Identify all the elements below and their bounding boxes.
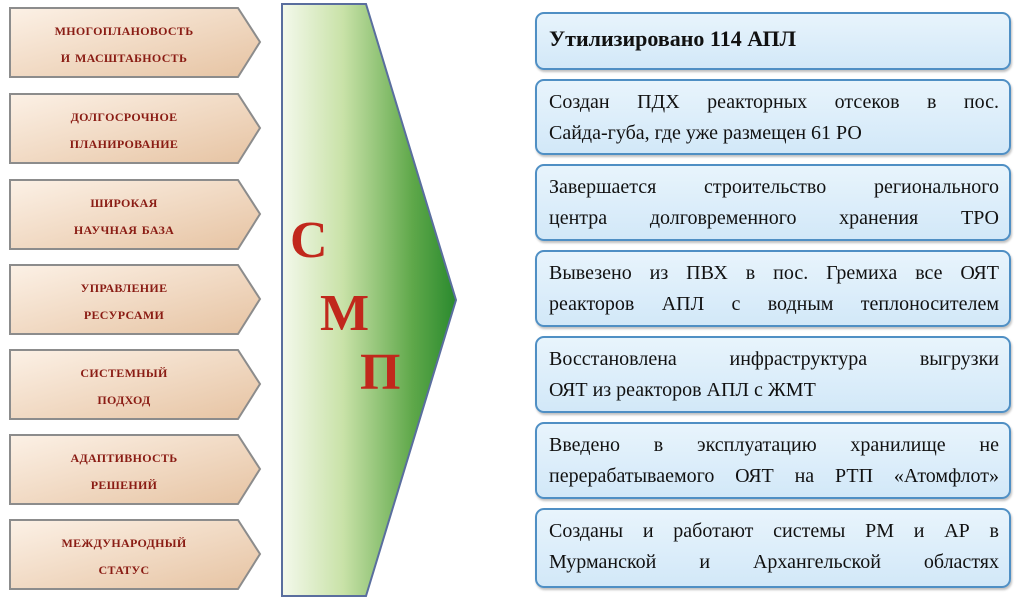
- smp-arrow: С М П: [280, 0, 460, 604]
- principle-arrow-shape: [9, 519, 262, 590]
- principle-arrow-shape: [9, 264, 262, 335]
- achievement-text: Создан ПДХ реакторных отсеков в пос.: [549, 91, 999, 113]
- achievement-box-7: Созданы и работают системы РМ и АР в Мур…: [535, 508, 1011, 588]
- achievement-text: Вывезено из ПВХ в пос. Гремиха все ОЯТ: [549, 262, 999, 284]
- principle-arrow-2: Долгосрочноепланирование: [8, 92, 263, 165]
- principle-arrow-5: Системныйподход: [8, 348, 263, 421]
- principle-arrow-3: Широкаянаучная база: [8, 178, 263, 251]
- principle-label: Системныйподход: [80, 361, 168, 408]
- principle-arrow-4: Управлениересурсами: [8, 263, 263, 336]
- smp-arrow-shape: [281, 3, 458, 597]
- achievements-column: Утилизировано 114 АПЛ Создан ПДХ реактор…: [535, 0, 1017, 604]
- smp-letter-s: С: [290, 212, 328, 269]
- achievement-box-3: Завершается строительство регионального …: [535, 164, 1011, 241]
- principle-arrow-shape: [9, 434, 262, 505]
- achievement-text: Восстановлена инфраструктура выгрузки: [549, 348, 999, 370]
- principle-arrow-6: Адаптивностьрешений: [8, 433, 263, 506]
- principle-arrow-7: Международныйстатус: [8, 518, 263, 591]
- principle-arrow-shape: [9, 7, 262, 78]
- principle-arrow-1: Многоплановостьи масштабность: [8, 6, 263, 79]
- achievement-text: перерабатываемого ОЯТ на РТП «Атомфлот»: [549, 465, 999, 487]
- achievement-box-1: Утилизировано 114 АПЛ: [535, 12, 1011, 70]
- achievement-text: Мурманской и Архангельской областях: [549, 551, 999, 573]
- achievement-text: центра долговременного хранения ТРО: [549, 207, 999, 229]
- principle-label: Управлениересурсами: [80, 276, 168, 323]
- achievement-text: реакторов АПЛ с водным теплоносителем: [549, 293, 999, 315]
- principle-arrow-shape: [9, 93, 262, 164]
- principle-label: Долгосрочноепланирование: [69, 105, 179, 152]
- principle-arrow-shape: [9, 349, 262, 420]
- principle-label: Международныйстатус: [61, 531, 187, 578]
- achievement-text: Созданы и работают системы РМ и АР в: [549, 520, 999, 542]
- achievement-box-4: Вывезено из ПВХ в пос. Гремиха все ОЯТ р…: [535, 250, 1011, 327]
- achievement-text: Завершается строительство регионального: [549, 176, 999, 198]
- principle-label: Адаптивностьрешений: [70, 446, 178, 493]
- achievement-text: Сайда-губа, где уже размещен 61 РО: [549, 122, 862, 144]
- principle-arrow-shape: [9, 179, 262, 250]
- principles-column: Многоплановостьи масштабность Долгосрочн…: [0, 0, 263, 604]
- smp-letter-p: П: [360, 344, 401, 401]
- principle-label: Многоплановостьи масштабность: [54, 19, 194, 66]
- smp-letter-m: М: [320, 285, 370, 342]
- achievement-text: Введено в эксплуатацию хранилище не: [549, 434, 999, 456]
- achievement-text: Утилизировано 114 АПЛ: [549, 26, 797, 51]
- achievement-box-2: Создан ПДХ реакторных отсеков в пос. Сай…: [535, 79, 1011, 155]
- achievement-box-6: Введено в эксплуатацию хранилище не пере…: [535, 422, 1011, 499]
- principle-label: Широкаянаучная база: [73, 191, 175, 238]
- achievement-text: ОЯТ из реакторов АПЛ с ЖМТ: [549, 379, 816, 401]
- achievement-box-5: Восстановлена инфраструктура выгрузки ОЯ…: [535, 336, 1011, 413]
